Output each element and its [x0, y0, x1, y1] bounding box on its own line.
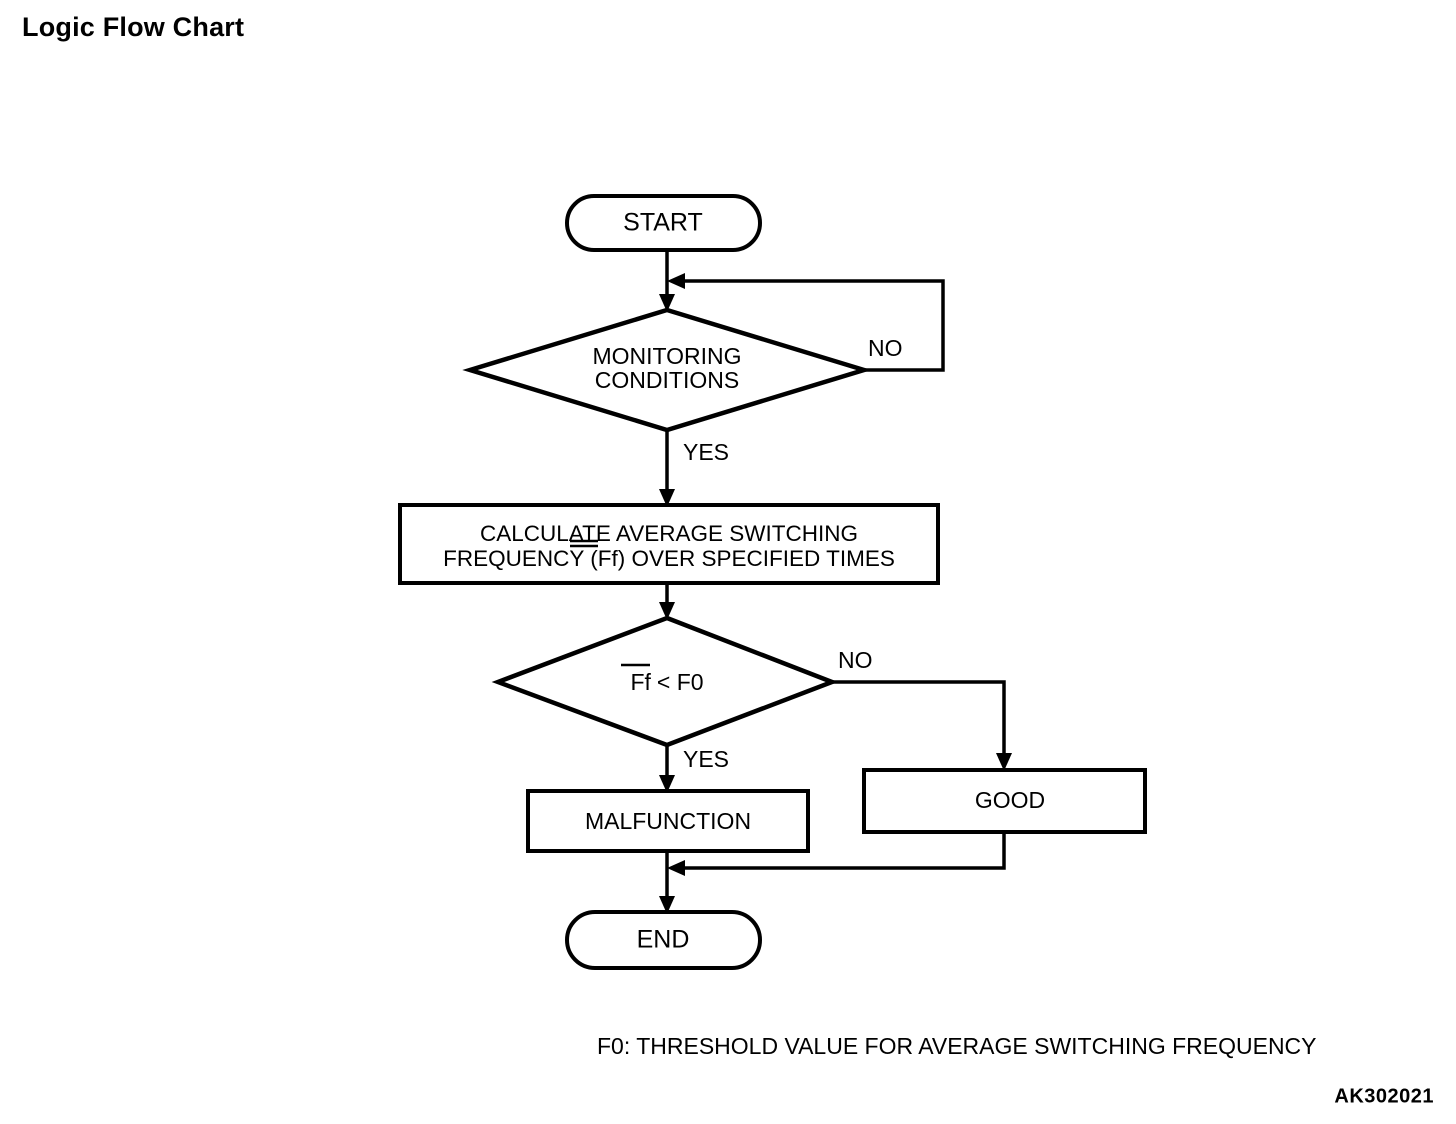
branch-label-monitoring-yes: YES	[683, 439, 729, 465]
node-compare-label: Ff< F0	[630, 669, 703, 695]
node-monitoring-label-line2: CONDITIONS	[595, 367, 739, 393]
node-monitoring-label-line1: MONITORING	[592, 343, 741, 369]
node-calculate-label-line2: FREQUENCY (Ff) OVER SPECIFIED TIMES	[443, 546, 895, 571]
node-end[interactable]: END	[565, 910, 762, 970]
calc-line2-var: Ff	[598, 546, 619, 571]
edge-start-to-monitoring	[659, 250, 675, 312]
node-malfunction-label: MALFUNCTION	[585, 808, 751, 834]
compare-rest: < F0	[657, 669, 704, 695]
node-compare-ff-f0[interactable]: Ff< F0	[491, 615, 839, 748]
figure-code: AK302021	[1334, 1085, 1434, 1107]
node-calculate-average-switching-frequency[interactable]: CALCULATE AVERAGE SWITCHING FREQUENCY (F…	[398, 503, 940, 585]
edge-monitoring-yes-to-calculate	[659, 430, 675, 507]
branch-label-monitoring-no: NO	[868, 335, 903, 361]
calc-line2-prefix: FREQUENCY (	[443, 546, 598, 571]
node-end-label: END	[637, 926, 690, 954]
compare-var: Ff	[630, 669, 651, 695]
branch-label-compare-yes: YES	[683, 746, 729, 772]
node-start-label: START	[623, 209, 703, 237]
node-start[interactable]: START	[565, 194, 762, 252]
footnote-text: F0: THRESHOLD VALUE FOR AVERAGE SWITCHIN…	[597, 1033, 1317, 1059]
edge-malfunction-to-end	[659, 851, 675, 914]
node-good[interactable]: GOOD	[862, 768, 1147, 834]
edge-calculate-to-compare	[659, 583, 675, 620]
branch-label-compare-no: NO	[838, 647, 873, 673]
node-good-label: GOOD	[975, 787, 1045, 813]
node-monitoring-conditions[interactable]: MONITORING CONDITIONS	[462, 307, 872, 433]
edge-good-to-end	[667, 832, 1006, 876]
edge-compare-no-to-good	[832, 680, 1012, 771]
node-calculate-label-line1: CALCULATE AVERAGE SWITCHING	[480, 521, 858, 546]
edge-monitoring-no-loop	[667, 273, 945, 372]
calc-line2-suffix: ) OVER SPECIFIED TIMES	[618, 546, 895, 571]
edge-compare-yes-to-malfunction	[659, 745, 675, 793]
page-title: Logic Flow Chart	[22, 12, 245, 42]
node-malfunction[interactable]: MALFUNCTION	[526, 789, 810, 853]
